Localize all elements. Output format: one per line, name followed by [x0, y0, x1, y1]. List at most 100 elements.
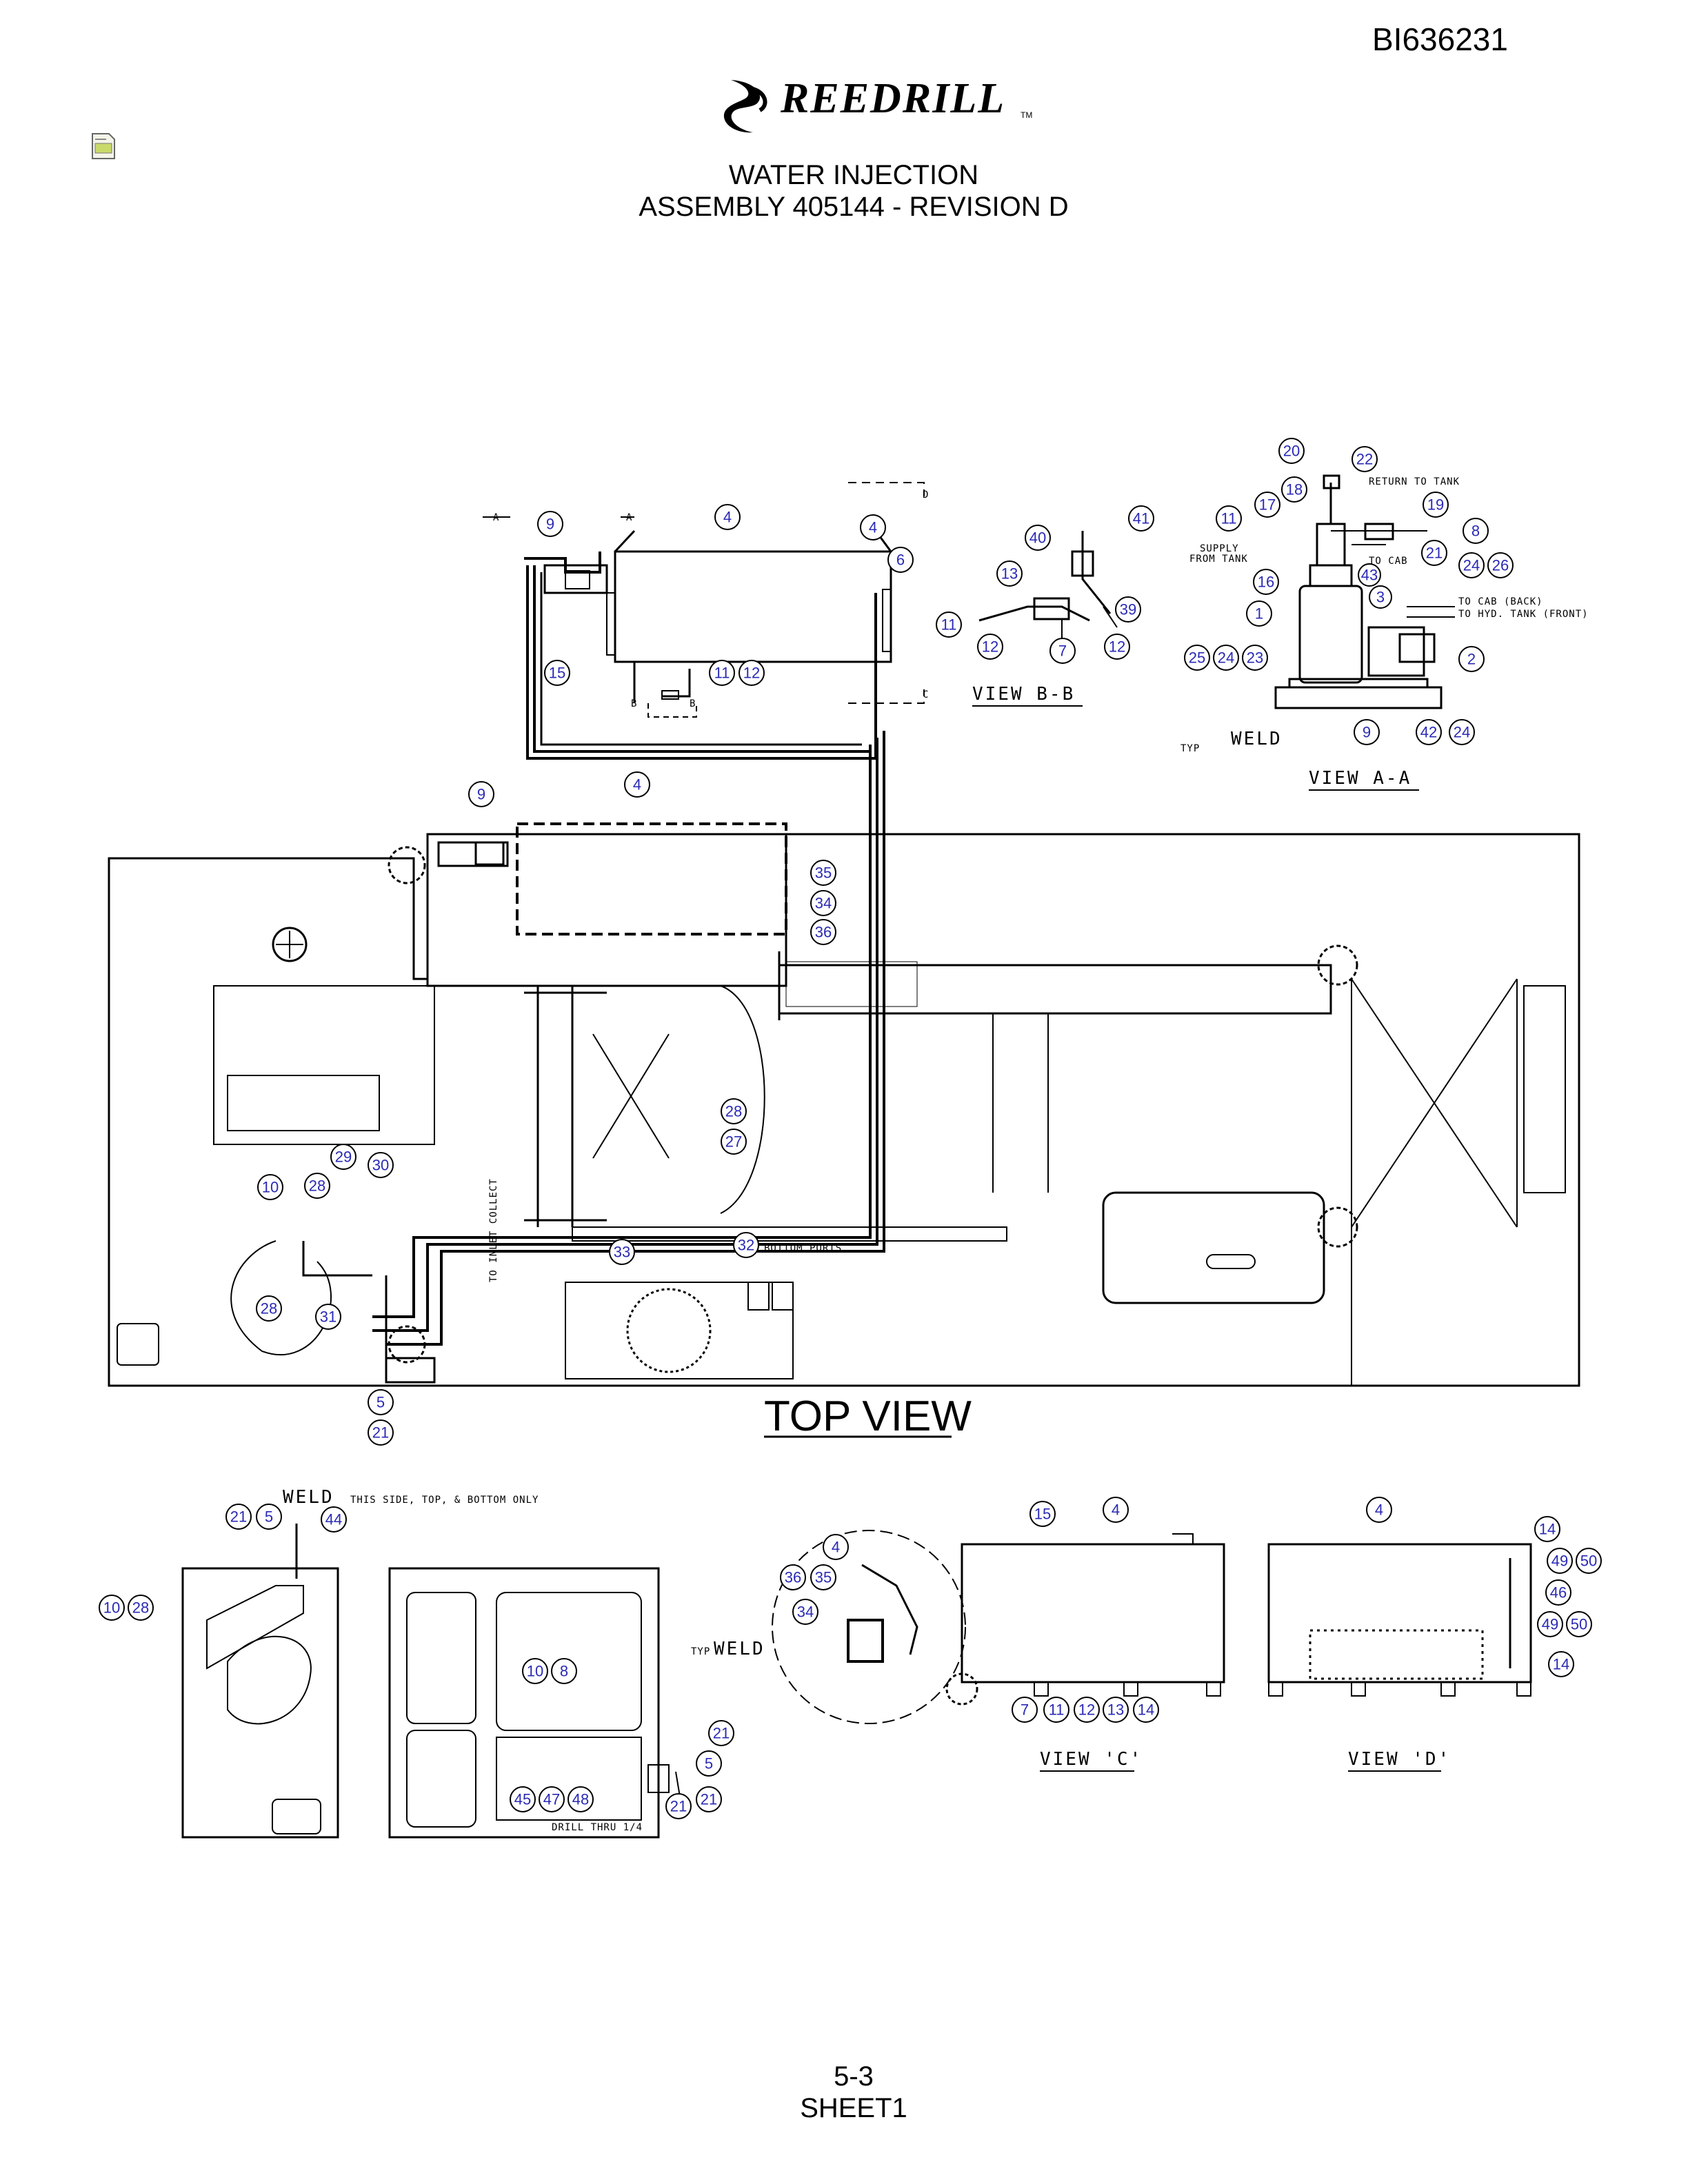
svg-text:10: 10: [103, 1599, 120, 1617]
svg-text:27: 27: [725, 1133, 742, 1151]
svg-text:49: 49: [1551, 1553, 1568, 1570]
svg-text:8: 8: [1471, 523, 1480, 540]
balloon: 15: [544, 660, 570, 686]
view-bb-detail: [978, 531, 1118, 641]
balloon: 21: [225, 1504, 252, 1530]
balloon: 7: [1049, 638, 1076, 664]
balloon: 4: [860, 514, 886, 540]
svg-text:5: 5: [705, 1755, 713, 1772]
svg-text:34: 34: [815, 895, 832, 912]
svg-text:29: 29: [335, 1149, 352, 1166]
svg-text:4: 4: [1112, 1502, 1120, 1519]
balloon: 34: [810, 890, 836, 916]
balloon: 11: [936, 611, 962, 638]
svg-text:14: 14: [1553, 1656, 1569, 1673]
balloon: 1: [1246, 600, 1272, 627]
balloon: 21: [1421, 540, 1447, 566]
drawing-title: WATER INJECTION: [728, 160, 979, 190]
svg-text:9: 9: [546, 516, 554, 533]
svg-text:12: 12: [1109, 638, 1125, 656]
balloon: 17: [1254, 492, 1280, 518]
svg-text:12: 12: [743, 665, 760, 682]
balloon: 13: [996, 560, 1023, 587]
svg-text:31: 31: [320, 1308, 336, 1326]
supply-note: SUPPLY: [1200, 543, 1239, 554]
svg-text:5: 5: [265, 1508, 273, 1526]
svg-text:21: 21: [713, 1725, 730, 1742]
section-b-marker-2: B: [690, 698, 696, 709]
return-to-tank-note: RETURN TO TANK: [1369, 476, 1460, 487]
svg-text:12: 12: [982, 638, 998, 656]
balloon: 29: [330, 1144, 356, 1170]
balloon: 49: [1547, 1548, 1573, 1574]
balloon: 12: [1074, 1697, 1100, 1723]
svg-text:28: 28: [132, 1599, 149, 1617]
svg-text:21: 21: [670, 1798, 687, 1815]
svg-text:49: 49: [1542, 1616, 1558, 1633]
balloon: 2: [1458, 646, 1485, 672]
svg-text:44: 44: [325, 1511, 342, 1528]
svg-text:4: 4: [633, 776, 641, 793]
balloon: 33: [609, 1239, 635, 1265]
svg-text:11: 11: [1221, 510, 1237, 527]
balloon: 21: [368, 1419, 394, 1446]
balloon: 12: [977, 634, 1003, 660]
balloon: 25: [1184, 645, 1210, 671]
balloon: 26: [1487, 552, 1514, 578]
balloon: 5: [696, 1750, 722, 1777]
view-d-detail: [1267, 1543, 1532, 1697]
balloon: 42: [1416, 719, 1442, 745]
balloon: 12: [1104, 634, 1130, 660]
svg-text:30: 30: [372, 1157, 389, 1174]
balloon: 16: [1253, 569, 1279, 595]
document-icon[interactable]: [91, 132, 116, 160]
weld-note-aa: WELD: [1231, 729, 1283, 749]
svg-text:45: 45: [514, 1791, 531, 1808]
balloon: 5: [256, 1504, 282, 1530]
to-hyd-tank-note: TO HYD. TANK (FRONT): [1458, 609, 1589, 620]
svg-text:5: 5: [376, 1394, 385, 1411]
balloon: 4: [624, 771, 650, 798]
svg-text:47: 47: [543, 1791, 560, 1808]
balloon: 9: [537, 511, 563, 537]
balloon: 31: [315, 1304, 341, 1330]
section-d-marker: D: [923, 489, 929, 501]
balloon: 27: [721, 1129, 747, 1155]
balloon: 23: [1242, 645, 1268, 671]
balloon: 8: [1463, 518, 1489, 544]
svg-text:4: 4: [1375, 1502, 1383, 1519]
logo-wordmark: REEDRILL: [781, 75, 1006, 122]
svg-text:32: 32: [738, 1237, 754, 1254]
svg-text:9: 9: [477, 786, 485, 803]
svg-text:21: 21: [701, 1791, 717, 1808]
balloon: 45: [510, 1786, 536, 1812]
section-c-marker: C: [923, 689, 929, 700]
svg-text:22: 22: [1356, 451, 1373, 468]
svg-text:12: 12: [1078, 1701, 1095, 1719]
balloon: 28: [256, 1295, 282, 1322]
balloon: 41: [1128, 505, 1154, 532]
view-bb-label: VIEW B-B: [972, 684, 1075, 705]
svg-text:14: 14: [1539, 1521, 1556, 1538]
to-cab-note: TO CAB: [1369, 556, 1408, 567]
balloon: 9: [1354, 719, 1380, 745]
section-a-marker: A: [493, 512, 499, 523]
svg-text:10: 10: [527, 1663, 543, 1680]
balloon: 22: [1352, 446, 1378, 472]
svg-text:23: 23: [1247, 649, 1263, 667]
typ-note: TYP: [1180, 743, 1200, 754]
view-aa-label: VIEW A-A: [1309, 768, 1411, 789]
svg-text:11: 11: [941, 616, 957, 634]
svg-text:39: 39: [1120, 601, 1136, 618]
balloon: 20: [1278, 438, 1305, 464]
balloon: 43: [1358, 563, 1381, 587]
svg-text:24: 24: [1463, 557, 1480, 574]
balloon: 36: [780, 1564, 806, 1590]
svg-text:33: 33: [614, 1244, 630, 1261]
balloon: 14: [1133, 1697, 1159, 1723]
balloon: 24: [1458, 552, 1485, 578]
balloon: 18: [1281, 476, 1307, 503]
svg-text:46: 46: [1550, 1584, 1567, 1601]
balloon: 46: [1545, 1579, 1571, 1606]
